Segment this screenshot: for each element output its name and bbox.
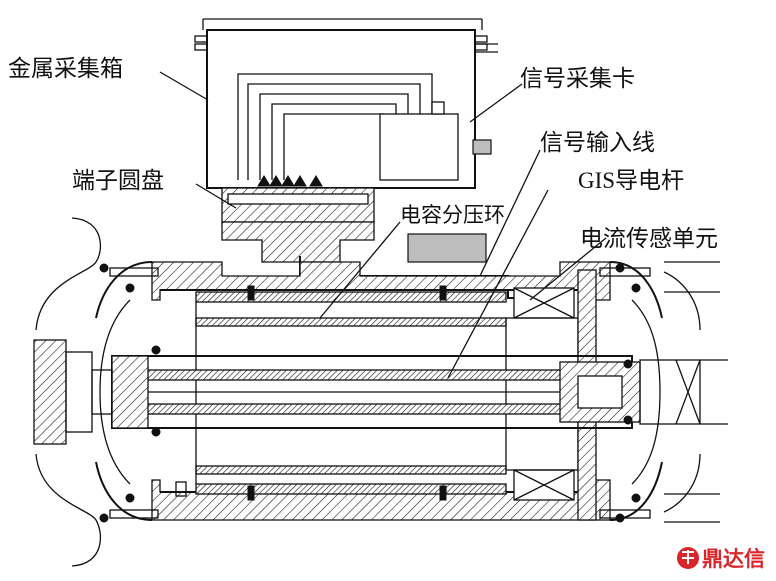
watermark-logo: 鼎达信 (677, 547, 765, 571)
label-acq-card: 信号采集卡 (520, 66, 635, 92)
label-current-unit: 电流传感单元 (580, 226, 718, 252)
enclosure-top (151, 233, 611, 301)
label-signal-line: 信号输入线 (540, 130, 655, 156)
signal-acquisition-card (379, 101, 492, 181)
label-terminal-disk: 端子圆盘 (72, 168, 164, 194)
gis-conductor-rod (91, 355, 641, 429)
flange-bolts (99, 263, 651, 523)
capacitive-divider-ring (195, 285, 507, 501)
label-metal-box: 金属采集箱 (8, 56, 123, 82)
label-cap-divider: 电容分压环 (400, 203, 505, 227)
label-gis-conductor: GIS导电杆 (578, 168, 684, 193)
leader-lines (159, 71, 607, 379)
terminal-disk (221, 175, 375, 263)
watermark-text: 鼎达信 (702, 547, 765, 571)
